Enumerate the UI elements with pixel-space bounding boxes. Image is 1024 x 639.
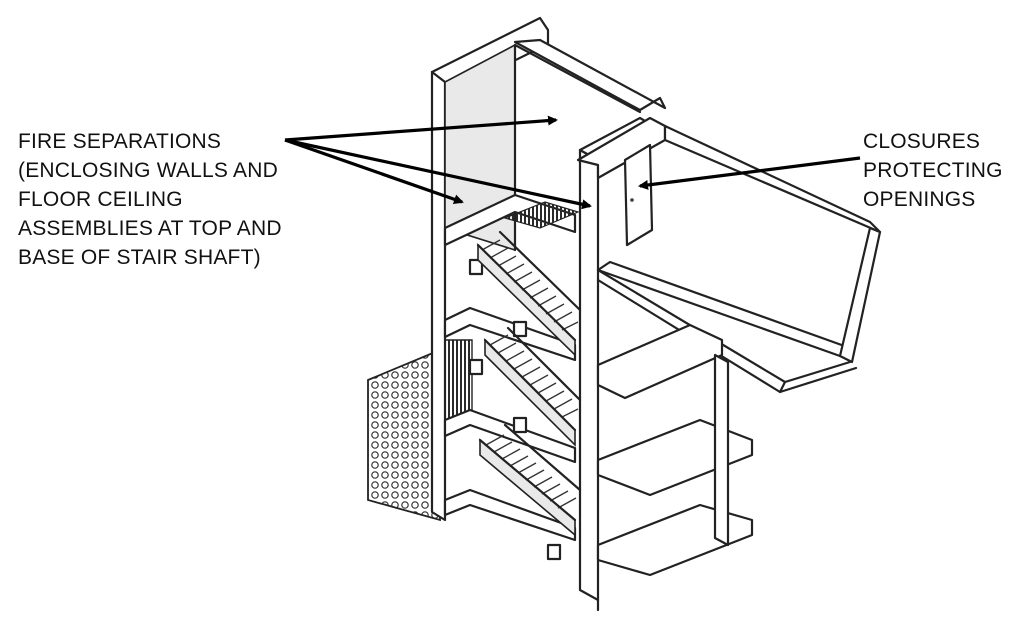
arrow-to-door	[638, 156, 861, 190]
fire-separations-line-4: ASSEMBLIES AT TOP AND	[18, 217, 282, 240]
fire-separations-line-2: (ENCLOSING WALLS AND	[18, 159, 278, 182]
fire-separations-line-1: FIRE SEPARATIONS	[18, 130, 222, 153]
leader-arrows	[284, 115, 861, 210]
fire-separations-label: FIRE SEPARATIONS (ENCLOSING WALLS AND FL…	[18, 127, 282, 272]
closures-label: CLOSURES PROTECTING OPENINGS	[863, 127, 1003, 214]
stair-flights	[476, 201, 582, 537]
adjoining-floors	[576, 116, 882, 612]
arrow-to-door-wall	[284, 138, 592, 210]
closures-line-1: CLOSURES	[863, 130, 981, 153]
arrow-to-floor-slab	[284, 138, 464, 205]
arrow-to-top-wall	[284, 115, 558, 142]
closures-line-3: OPENINGS	[863, 188, 976, 211]
fire-separations-line-5: BASE OF STAIR SHAFT)	[18, 246, 261, 269]
closures-line-2: PROTECTING	[863, 159, 1003, 182]
door-opening	[623, 143, 654, 247]
fire-separations-line-3: FLOOR CEILING	[18, 188, 183, 211]
